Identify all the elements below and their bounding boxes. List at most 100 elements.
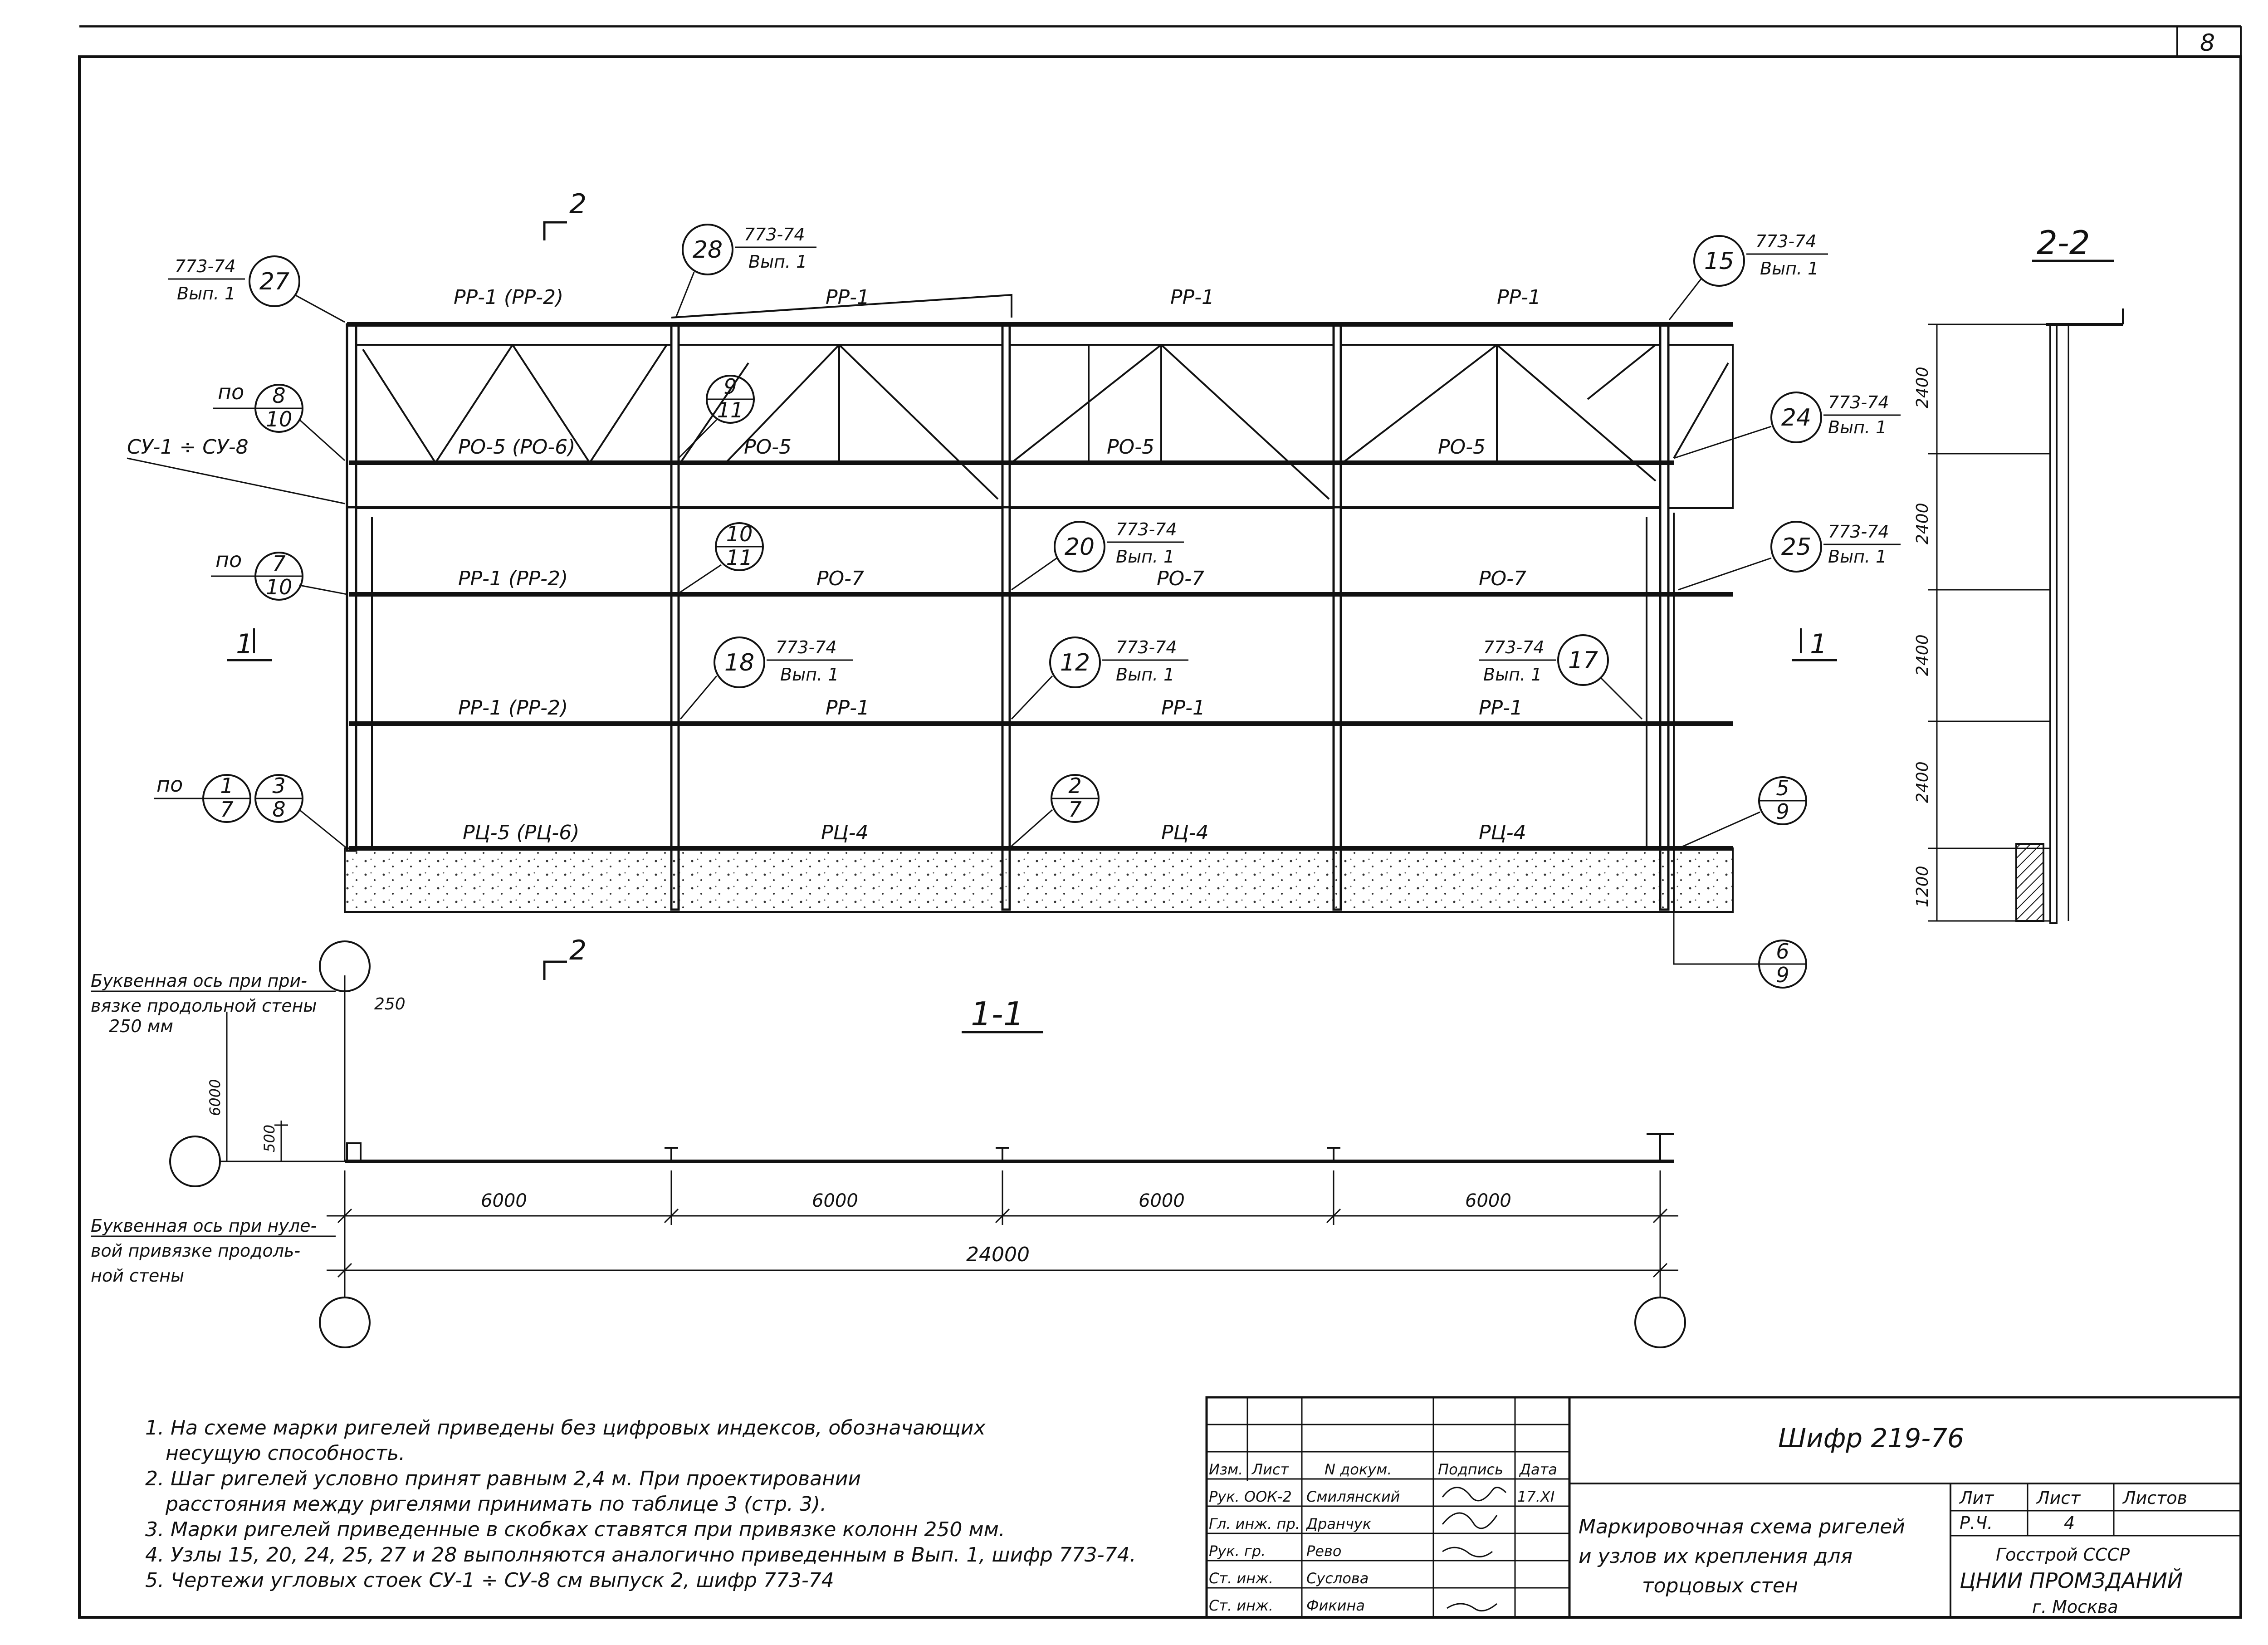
svg-text:Вып. 1: Вып. 1 (177, 284, 235, 304)
tb-lit-value: Р.Ч. (1960, 1513, 1993, 1533)
column-mark: СУ-1 ÷ СУ-8 (127, 436, 249, 459)
rigel-bottom-2: РЦ-4 (821, 821, 869, 844)
note-1-cont: несущую способность. (166, 1442, 406, 1465)
tb-role-3: Рук. гр. (1209, 1542, 1266, 1560)
note-2: 2. Шаг ригелей условно принят равным 2,4… (145, 1467, 861, 1490)
tb-sheets-label: Листов (2122, 1488, 2187, 1508)
svg-text:1: 1 (220, 774, 233, 798)
plan-dim-4: 6000 (1465, 1190, 1511, 1211)
callout-12: 12 773-74 Вып. 1 (1011, 636, 1188, 720)
svg-text:10: 10 (726, 522, 753, 546)
svg-text:9: 9 (1776, 963, 1789, 987)
dim-2-2-2: 2400 (1913, 503, 1932, 544)
dim-2-2-3: 2400 (1913, 634, 1932, 676)
callout-25: 25 773-74 Вып. 1 (1678, 521, 1901, 591)
callout-15: 15 773-74 Вып. 1 (1668, 231, 1828, 320)
svg-text:18: 18 (724, 649, 754, 676)
sheet-frame: 8 (78, 25, 2242, 1619)
plan-dim-1: 6000 (481, 1190, 527, 1211)
svg-text:11: 11 (717, 398, 744, 422)
callout-1-7-3-8: 1 7 3 8 по (154, 772, 347, 849)
svg-text:Вып. 1: Вып. 1 (1760, 259, 1818, 279)
svg-text:773-74: 773-74 (1116, 519, 1177, 539)
callout-9-11: 9 11 (678, 374, 755, 459)
svg-text:8: 8 (272, 383, 285, 408)
callout-7-10: 7 10 по (211, 548, 347, 601)
svg-text:10: 10 (266, 575, 293, 599)
svg-text:Вып. 1: Вып. 1 (1828, 417, 1887, 437)
tb-sheet-label: Лист (2036, 1488, 2081, 1508)
svg-text:15: 15 (1704, 248, 1734, 275)
svg-text:Вып. 1: Вып. 1 (780, 665, 839, 685)
svg-text:7: 7 (220, 797, 233, 822)
callout-20: 20 773-74 Вып. 1 (1011, 519, 1184, 591)
plan-dim-2: 6000 (812, 1190, 858, 1211)
tb-date: 17.XI (1517, 1488, 1554, 1505)
axis-note-2-line-1: Буквенная ось при нуле- (91, 1216, 317, 1236)
note-1: 1. На схеме марки ригелей приведены без … (145, 1416, 986, 1439)
svg-text:Вып. 1: Вып. 1 (748, 252, 807, 272)
title-block: Изм. Лист N докум. Подпись Дата Рук. ООК… (1205, 1396, 2242, 1619)
rigel-top-2: РР-1 (826, 286, 870, 309)
plan-dim-500: 500 (261, 1125, 278, 1152)
tb-title-3: торцовых стен (1642, 1574, 1798, 1597)
tb-role-2: Гл. инж. пр. (1209, 1515, 1300, 1532)
rigel-bottom-1: РЦ-5 (РЦ-6) (463, 821, 579, 844)
section-marks: 2 2 1 1 1-1 2-2 (227, 188, 2114, 1033)
svg-text:7: 7 (272, 551, 285, 576)
tb-head-izm: Изм. (1209, 1461, 1243, 1478)
rigel-top-4: РР-1 (1497, 286, 1541, 309)
cut-mark-2-top: 2 (569, 188, 587, 220)
callout-17: 17 773-74 Вып. 1 (1479, 634, 1643, 720)
rigel-row1-2: РО-7 (816, 567, 864, 590)
tb-name-4: Суслова (1306, 1570, 1369, 1587)
svg-text:17: 17 (1568, 647, 1598, 674)
tb-name-2: Дранчук (1305, 1515, 1372, 1532)
cut-mark-2-bottom: 2 (569, 935, 587, 966)
dim-2-2-4: 2400 (1913, 761, 1932, 803)
note-5: 5. Чертежи угловых стоек СУ-1 ÷ СУ-8 см … (145, 1569, 834, 1592)
plan-view: 6000 6000 6000 6000 24000 250 500 6000 Б… (91, 940, 1686, 1348)
section-2-2-title: 2-2 (2037, 224, 2090, 262)
svg-text:5: 5 (1776, 776, 1789, 800)
svg-text:Вып. 1: Вып. 1 (1828, 547, 1887, 567)
rigel-bottom-3: РЦ-4 (1161, 821, 1209, 844)
svg-text:10: 10 (266, 407, 293, 431)
rigel-ro5-4: РО-5 (1438, 436, 1486, 459)
svg-text:773-74: 773-74 (1116, 637, 1177, 657)
rigel-bottom-4: РЦ-4 (1479, 821, 1526, 844)
rigel-row2-1: РР-1 (РР-2) (458, 696, 568, 720)
rigel-ro5-3: РО-5 (1107, 436, 1154, 459)
svg-text:8: 8 (272, 797, 285, 822)
callout-10-11: 10 11 (680, 522, 764, 593)
svg-text:773-74: 773-74 (1828, 392, 1889, 412)
svg-text:12: 12 (1060, 649, 1090, 676)
note-4: 4. Узлы 15, 20, 24, 25, 27 и 28 выполняю… (145, 1543, 1136, 1567)
svg-text:2: 2 (1068, 774, 1081, 798)
cut-mark-1-right: 1 (1810, 628, 1827, 660)
tb-head-list: Лист (1251, 1461, 1289, 1478)
tb-role-4: Ст. инж. (1209, 1570, 1273, 1587)
rigel-top-1: РР-1 (РР-2) (454, 286, 563, 309)
svg-text:28: 28 (693, 236, 723, 264)
note-2-cont: расстояния между ригелями принимать по т… (166, 1493, 827, 1516)
rigel-row1-1: РР-1 (РР-2) (458, 567, 568, 590)
plan-dim-6000: 6000 (206, 1079, 224, 1116)
plan-dim-total: 24000 (966, 1243, 1030, 1266)
plan-dim-250: 250 (374, 995, 406, 1013)
svg-text:24: 24 (1781, 404, 1811, 431)
tb-title-2: и узлов их крепления для (1579, 1545, 1853, 1568)
tb-org-3: г. Москва (2032, 1597, 2118, 1617)
callout-2-7: 2 7 (1011, 774, 1100, 847)
svg-text:773-74: 773-74 (1755, 231, 1817, 251)
rigel-ro5-2: РО-5 (744, 436, 792, 459)
svg-text:20: 20 (1065, 534, 1095, 561)
svg-text:9: 9 (723, 374, 737, 399)
node-callouts: 27 773-74 Вып. 1 28 773-74 Вып. 1 15 773… (168, 224, 1901, 720)
svg-text:7: 7 (1068, 797, 1081, 822)
tb-head-date: Дата (1519, 1461, 1557, 1478)
callout-18: 18 773-74 Вып. 1 (679, 636, 853, 720)
svg-text:по: по (218, 380, 244, 404)
tb-head-sign: Подпись (1438, 1461, 1503, 1478)
